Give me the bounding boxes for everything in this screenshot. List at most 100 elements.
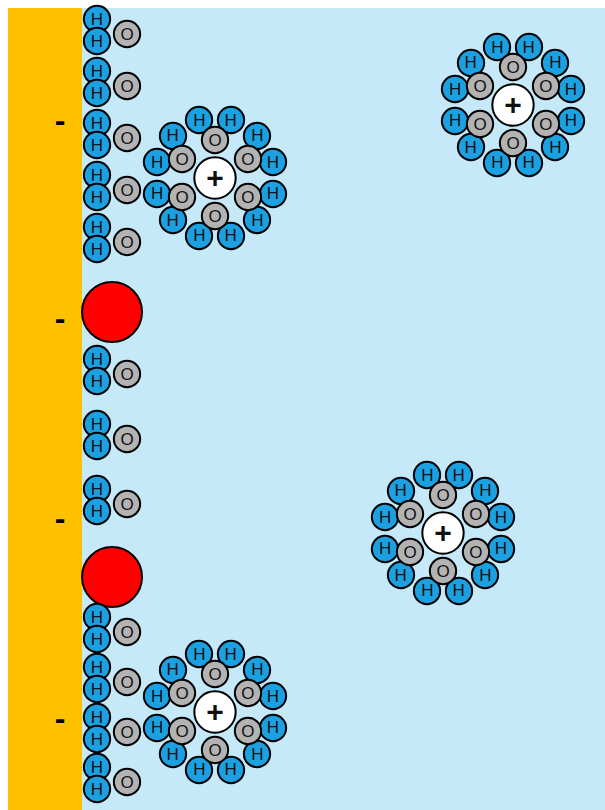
atom-symbol: + (504, 90, 522, 120)
atom-symbol: H (91, 438, 103, 455)
circle-shape (169, 184, 195, 210)
circle-shape (372, 535, 398, 561)
circle-shape (84, 726, 110, 752)
circle-shape (422, 512, 463, 553)
atom-symbol: H (166, 661, 178, 678)
circle-shape (500, 54, 526, 80)
hydrogen-atom: H (83, 775, 111, 803)
oxygen-atom: O (113, 228, 141, 256)
circle-shape (235, 184, 261, 210)
circle-shape (542, 134, 568, 160)
atom-symbol: O (473, 116, 486, 133)
atom-symbol: H (394, 567, 406, 584)
oxygen-atom: O (113, 490, 141, 518)
atom-symbol: H (151, 688, 163, 705)
atom-symbol: H (166, 127, 178, 144)
atom-symbol: H (267, 154, 279, 171)
hydrogen-atom: H (441, 107, 469, 135)
atom-symbol: O (120, 624, 133, 641)
hydrogen-atom: H (83, 27, 111, 55)
atom-symbol: H (421, 467, 433, 484)
circle-shape (260, 683, 286, 709)
circle-shape (84, 676, 110, 702)
hydrogen-atom: H (371, 503, 399, 531)
atom-symbol: H (251, 746, 263, 763)
atom-symbol: H (91, 85, 103, 102)
atom-symbol: H (251, 212, 263, 229)
oxygen-atom: O (168, 145, 196, 173)
circle-shape (159, 656, 185, 682)
atom-symbol: H (91, 373, 103, 390)
atom-symbol: H (379, 509, 391, 526)
atom-symbol: H (91, 659, 103, 676)
hydrogen-atom: H (557, 75, 585, 103)
oxygen-atom: O (113, 176, 141, 204)
atom-symbol: O (120, 724, 133, 741)
circle-shape (202, 661, 228, 687)
oxygen-atom: O (234, 183, 262, 211)
atom-symbol: O (120, 674, 133, 691)
atom-symbol: H (464, 54, 476, 71)
hydrogen-atom: H (83, 432, 111, 460)
circle-shape (114, 229, 140, 255)
atom-symbol: O (436, 563, 449, 580)
atom-symbol: O (403, 544, 416, 561)
oxygen-atom: O (429, 481, 457, 509)
oxygen-atom: O (466, 110, 494, 138)
oxygen-atom: O (201, 202, 229, 230)
circle-shape (387, 562, 413, 588)
atom-symbol: O (120, 78, 133, 95)
atom-symbol: H (251, 661, 263, 678)
circle-shape (169, 680, 195, 706)
atom-symbol: H (91, 241, 103, 258)
oxygen-atom: O (113, 718, 141, 746)
circle-shape (442, 76, 468, 102)
circle-shape (194, 157, 235, 198)
circle-shape (558, 107, 584, 133)
atom-symbol: H (193, 112, 205, 129)
hydrogen-atom: H (259, 682, 287, 710)
atom-symbol: H (91, 115, 103, 132)
atom-symbol: H (91, 503, 103, 520)
circle-shape (84, 368, 110, 394)
hydrogen-atom: H (83, 235, 111, 263)
circle-shape (84, 626, 110, 652)
atom-symbol: H (91, 351, 103, 368)
atom-symbol: H (91, 681, 103, 698)
circle-shape (463, 539, 489, 565)
circle-shape (430, 558, 456, 584)
atom-symbol: H (91, 167, 103, 184)
hydrogen-atom: H (83, 367, 111, 395)
circle-shape (372, 504, 398, 530)
atom-symbol: H (522, 39, 534, 56)
atom-symbol: H (452, 582, 464, 599)
atom-symbol: O (436, 487, 449, 504)
circle-shape (114, 21, 140, 47)
oxygen-atom: O (113, 20, 141, 48)
atom-symbol: H (449, 81, 461, 98)
surface-charge: - (55, 104, 66, 136)
hydrogen-atom: H (83, 79, 111, 107)
hydrogen-atom: H (371, 535, 399, 563)
hydrogen-atom: H (487, 503, 515, 531)
circle-shape (387, 477, 413, 503)
circle-shape (114, 491, 140, 517)
atom-symbol: H (421, 582, 433, 599)
circle-shape (144, 149, 170, 175)
atom-symbol: H (549, 54, 561, 71)
atom-symbol: H (91, 481, 103, 498)
atom-symbol: O (120, 431, 133, 448)
electrode (8, 8, 82, 810)
circle-shape (492, 84, 533, 125)
atom-symbol: H (495, 509, 507, 526)
hydrogen-atom: H (143, 180, 171, 208)
atom-symbol: H (91, 781, 103, 798)
oxygen-atom: O (113, 668, 141, 696)
oxygen-atom: O (113, 618, 141, 646)
circle-shape (463, 501, 489, 527)
atom-symbol: H (224, 227, 236, 244)
circle-shape (235, 718, 261, 744)
atom-symbol: H (267, 185, 279, 202)
circle-shape (114, 125, 140, 151)
